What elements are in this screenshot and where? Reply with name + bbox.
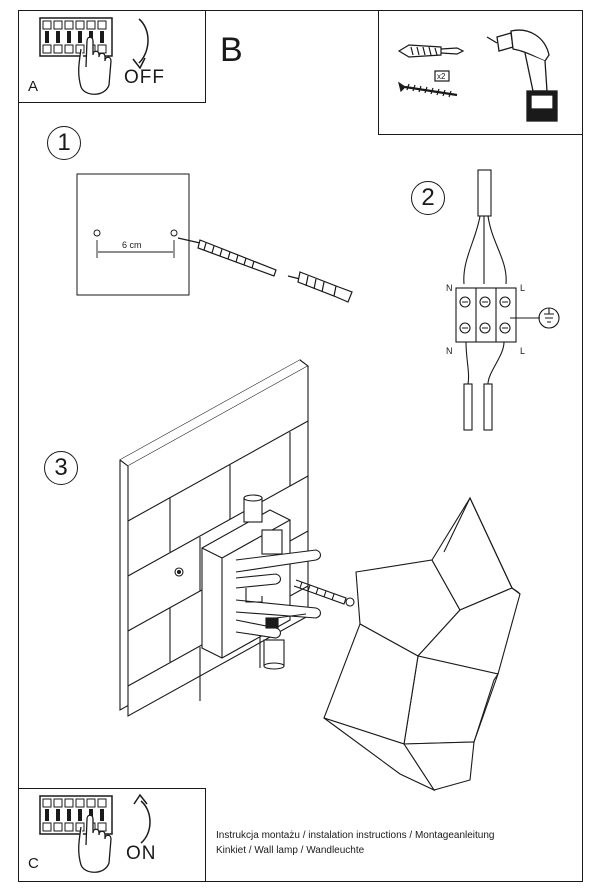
step-2-number: 2 — [411, 181, 445, 215]
panel-b-letter: B — [220, 31, 243, 69]
step-3-number: 3 — [44, 451, 78, 485]
terminal-l-bottom: L — [520, 346, 526, 356]
footer-text: Instrukcja montażu / instalation instruc… — [216, 828, 576, 858]
drill-icon — [486, 29, 558, 122]
panel-b-tools: x2 — [378, 10, 583, 135]
terminal-n-bottom: N — [446, 346, 453, 356]
panel-b-multiplier: x2 — [437, 72, 446, 81]
step-1-number: 1 — [47, 126, 81, 160]
instruction-sheet-frame — [18, 10, 583, 882]
footer-line-instructions: Instrukcja montażu / instalation instruc… — [216, 830, 495, 841]
wall-plug-icon — [397, 44, 465, 98]
hand-pointer-icon — [78, 814, 112, 873]
panel-a-power-off: A OFF — [18, 10, 206, 103]
footer-line-product: Kinkiet / Wall lamp / Wandleuchte — [216, 845, 365, 856]
arrow-down-icon — [132, 18, 149, 70]
terminal-l-top: L — [520, 283, 526, 293]
panel-a-state-label: OFF — [124, 67, 165, 88]
arrow-up-icon — [133, 793, 151, 844]
panel-c-letter: C — [28, 855, 39, 872]
panel-a-letter: A — [28, 78, 39, 95]
panel-c-power-on: C ON — [18, 788, 206, 882]
hand-pointer-icon — [78, 36, 112, 95]
step-1-measurement: 6 cm — [122, 240, 142, 250]
terminal-n-top: N — [446, 283, 453, 293]
panel-c-state-label: ON — [126, 843, 157, 864]
